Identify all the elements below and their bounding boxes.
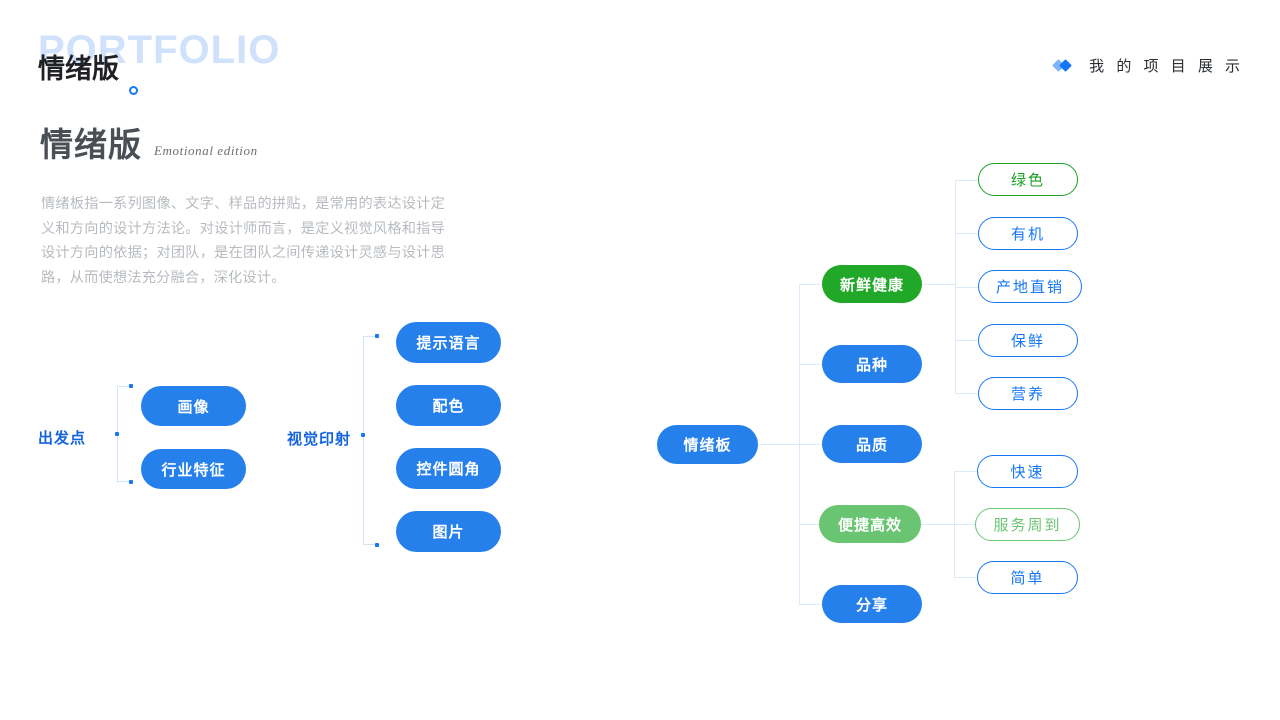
- double-diamond-icon: [1052, 58, 1076, 72]
- mindmap-branch-quality[interactable]: 品质: [822, 425, 922, 463]
- mindmap-branch-variety[interactable]: 品种: [822, 345, 922, 383]
- page-subtitle: Emotional edition: [154, 143, 258, 158]
- mindmap-root-node[interactable]: 情绪板: [657, 425, 758, 464]
- connector-leaf-6: [954, 471, 977, 473]
- bracket-dot: [129, 480, 133, 484]
- bracket-connector-group1: [117, 386, 131, 482]
- mindmap-leaf-nutrition[interactable]: 营养: [978, 377, 1078, 410]
- connector-leaf-5: [955, 393, 979, 395]
- mindmap-leaf-fast[interactable]: 快速: [977, 455, 1078, 488]
- mindmap-leaf-freshness[interactable]: 保鲜: [978, 324, 1078, 357]
- mindmap-leaf-simple[interactable]: 简单: [977, 561, 1078, 594]
- connector-branch-3: [799, 444, 823, 446]
- bracket-dot: [375, 334, 379, 338]
- mindmap-leaf-green[interactable]: 绿色: [978, 163, 1078, 196]
- connector-fresh-stem: [922, 284, 956, 286]
- logo-title: 情绪版: [38, 54, 119, 84]
- bracket-dot: [375, 543, 379, 547]
- mindmap-leaf-organic[interactable]: 有机: [978, 217, 1078, 250]
- connector-leaf-2: [955, 233, 979, 235]
- connector-branch-5: [799, 604, 823, 606]
- bracket-dot: [361, 433, 365, 437]
- header-nav[interactable]: 我 的 项 目 展 示: [1052, 55, 1244, 76]
- mindmap-leaf-direct-from-origin[interactable]: 产地直销: [978, 270, 1082, 303]
- group-label-visual-mapping: 视觉印射: [287, 431, 352, 448]
- connector-leaf-1: [955, 180, 979, 182]
- connector-branch-1: [799, 284, 823, 286]
- intro-paragraph: 情绪板指一系列图像、文字、样品的拼贴，是常用的表达设计定义和方向的设计方法论。对…: [41, 196, 445, 286]
- mindmap-leaf-thoughtful-service[interactable]: 服务周到: [975, 508, 1080, 541]
- portfolio-watermark: PORTFOLIO: [38, 28, 281, 72]
- mindmap-branch-fresh-healthy[interactable]: 新鲜健康: [822, 265, 922, 303]
- bracket-connector-group2: [363, 336, 377, 545]
- pill-portrait[interactable]: 画像: [141, 386, 246, 426]
- connector-leaf-7: [954, 524, 977, 526]
- connector-leaf-4: [955, 340, 979, 342]
- mindmap-branch-convenient-efficient[interactable]: 便捷高效: [819, 505, 921, 543]
- pill-image[interactable]: 图片: [396, 511, 501, 552]
- bracket-dot: [115, 432, 119, 436]
- circle-outline-icon: [129, 86, 138, 95]
- connector-convenient-stem: [921, 524, 955, 526]
- connector-root: [758, 444, 800, 446]
- connector-branch-4: [799, 524, 819, 526]
- group-label-starting-point: 出发点: [38, 430, 87, 447]
- pill-color-scheme[interactable]: 配色: [396, 385, 501, 426]
- brand-logo: PORTFOLIO 情绪版: [38, 30, 338, 100]
- pill-control-radius[interactable]: 控件圆角: [396, 448, 501, 489]
- page-title: 情绪版: [40, 126, 142, 163]
- connector-branch-2: [799, 364, 823, 366]
- header-nav-label: 我 的 项 目 展 示: [1089, 58, 1244, 75]
- bracket-dot: [129, 384, 133, 388]
- page-title-block: 情绪版 Emotional edition: [40, 128, 258, 161]
- connector-leaf-3: [955, 287, 979, 289]
- mindmap-branch-share[interactable]: 分享: [822, 585, 922, 623]
- connector-leaf-8: [954, 577, 977, 579]
- pill-industry-traits[interactable]: 行业特征: [141, 449, 246, 489]
- pill-prompt-language[interactable]: 提示语言: [396, 322, 501, 363]
